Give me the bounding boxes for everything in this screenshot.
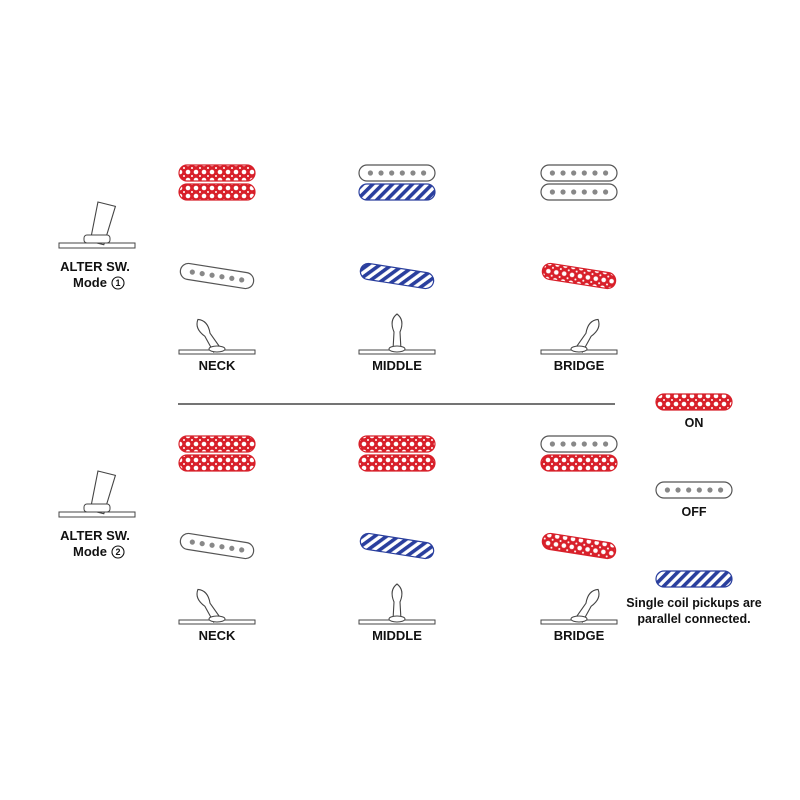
pickup-selector-icon	[178, 588, 256, 625]
single-coil-pickup	[359, 532, 435, 560]
humbucker-coil-upper	[178, 164, 256, 182]
legend-label: parallel connected.	[637, 612, 750, 626]
humbucker-pickup	[540, 435, 618, 472]
humbucker-coil-lower	[358, 183, 436, 201]
humbucker-coil-lower	[540, 183, 618, 201]
humbucker-coil-lower	[178, 454, 256, 472]
alter-switch-label: ALTER SW.	[60, 528, 130, 543]
legend-item-parallel: Single coil pickups are parallel connect…	[626, 570, 762, 626]
single-coil-pickup	[359, 262, 435, 290]
mode-label: Mode	[73, 275, 107, 290]
single-coil-pickup	[179, 262, 255, 290]
alter-switch-icon	[58, 470, 136, 518]
single-coil-pickup	[541, 262, 617, 290]
humbucker-coil-lower	[540, 454, 618, 472]
mode-1-section: ALTER SW. Mode 1 NECK MIDDLE BRIDGE	[58, 164, 618, 373]
legend-pickup-off	[655, 481, 733, 499]
mode-number: 1	[115, 278, 120, 288]
legend: ON OFF Single coil pickups are parallel …	[626, 393, 762, 626]
pickup-selector-icon	[358, 583, 436, 625]
humbucker-pickup	[540, 164, 618, 201]
humbucker-coil-upper	[358, 435, 436, 453]
position-column-bridge: BRIDGE	[540, 164, 618, 373]
mode-label: Mode	[73, 544, 107, 559]
legend-label: Single coil pickups are	[626, 596, 762, 610]
alter-switch-icon	[58, 201, 136, 249]
position-column-neck: NECK	[178, 435, 256, 643]
position-label: BRIDGE	[554, 628, 605, 643]
mode-number: 2	[115, 547, 120, 557]
humbucker-pickup	[358, 164, 436, 201]
position-label: MIDDLE	[372, 358, 422, 373]
legend-label: OFF	[682, 505, 707, 519]
alter-switch-mode-2: ALTER SW. Mode 2	[58, 470, 136, 559]
position-label: BRIDGE	[554, 358, 605, 373]
legend-item-off: OFF	[655, 481, 733, 519]
mode-2-section: ALTER SW. Mode 2 NECK MIDDLE BRIDGE	[58, 435, 618, 643]
alter-switch-label: ALTER SW.	[60, 259, 130, 274]
position-label: NECK	[199, 628, 236, 643]
pickup-selector-icon	[178, 318, 256, 355]
single-coil-pickup	[179, 532, 255, 560]
alter-switch-mode-1: ALTER SW. Mode 1	[58, 201, 136, 290]
humbucker-coil-upper	[540, 164, 618, 182]
pickup-selector-icon	[540, 588, 618, 625]
position-label: MIDDLE	[372, 628, 422, 643]
position-column-bridge: BRIDGE	[540, 435, 618, 643]
position-column-neck: NECK	[178, 164, 256, 373]
humbucker-pickup	[178, 164, 256, 201]
position-column-middle: MIDDLE	[358, 164, 436, 373]
legend-pickup-parallel	[655, 570, 733, 588]
legend-item-on: ON	[655, 393, 733, 430]
pickup-selector-icon	[358, 313, 436, 355]
humbucker-coil-upper	[358, 164, 436, 182]
position-column-middle: MIDDLE	[358, 435, 436, 643]
single-coil-pickup	[541, 532, 617, 560]
humbucker-pickup	[358, 435, 436, 472]
humbucker-coil-upper	[540, 435, 618, 453]
pickup-selector-icon	[540, 318, 618, 355]
humbucker-coil-upper	[178, 435, 256, 453]
humbucker-coil-lower	[358, 454, 436, 472]
mode-number-circle	[111, 545, 125, 559]
legend-pickup-on	[655, 393, 733, 411]
mode-number-circle	[111, 276, 125, 290]
legend-label: ON	[685, 416, 704, 430]
humbucker-coil-lower	[178, 183, 256, 201]
position-label: NECK	[199, 358, 236, 373]
humbucker-pickup	[178, 435, 256, 472]
